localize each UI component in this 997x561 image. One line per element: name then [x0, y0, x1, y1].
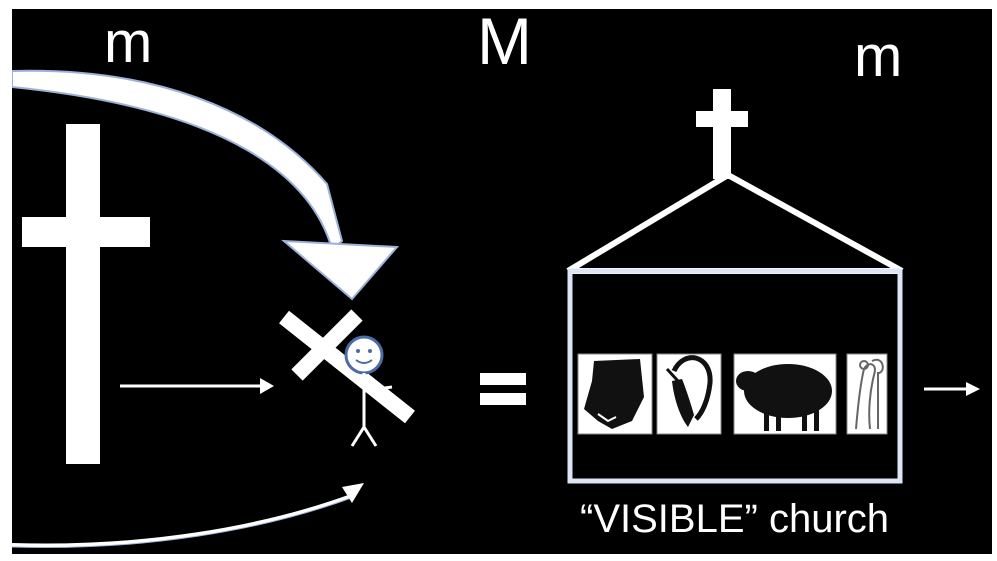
label-m-left: m [104, 10, 153, 75]
wolf-icon [577, 353, 653, 435]
arrow-to-person [120, 378, 274, 394]
stick-figure-with-cross-icon [279, 309, 415, 447]
large-cross-icon [22, 124, 150, 464]
curved-arrow-bottom [12, 483, 364, 548]
label-M-center: M [477, 9, 532, 78]
diagram-graphic [12, 69, 980, 548]
visible-church-caption: “VISIBLE” church [580, 497, 890, 541]
sheep-icon [733, 353, 837, 435]
slide-canvas: m M m “VISIBLE” church [12, 9, 992, 554]
church-building [566, 89, 904, 484]
shepherd-icon [846, 353, 888, 435]
goat-icon [656, 353, 722, 435]
label-m-right: m [854, 24, 903, 89]
equals-sign [480, 373, 526, 405]
curved-arrow-top [12, 69, 400, 301]
arrow-out-of-church [924, 382, 980, 396]
